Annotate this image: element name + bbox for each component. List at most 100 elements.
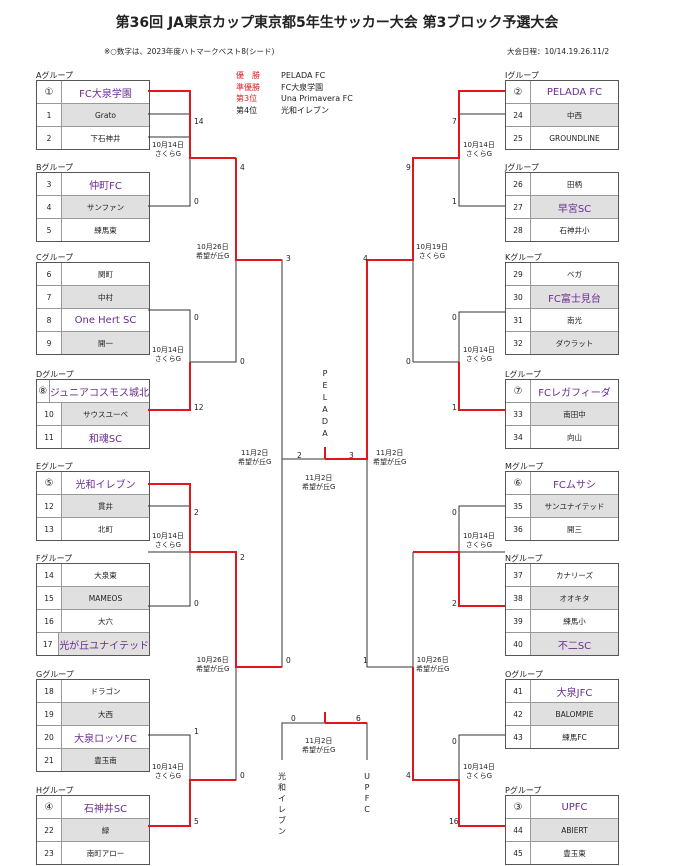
team-name: One Hert SC <box>74 314 137 326</box>
score: 0 <box>194 197 199 206</box>
group-label: Iグループ <box>505 71 539 80</box>
score: 14 <box>194 117 204 126</box>
team-name: 大泉JFC <box>556 687 593 699</box>
team-number: 24 <box>506 104 531 126</box>
team-number: 20 <box>37 726 62 748</box>
team-name: 関町 <box>98 269 113 279</box>
match-info-i-j: 10月14日さくらG <box>463 141 495 158</box>
team-number: 34 <box>506 426 531 448</box>
result-4: 第4位光和イレブン <box>236 105 329 115</box>
team-number: 12 <box>37 495 62 517</box>
score: 0 <box>240 357 245 366</box>
team-name: 貫井 <box>62 495 149 517</box>
team-number: 29 <box>506 263 531 285</box>
team-name: FCレガフィーダ <box>531 380 618 402</box>
team-number: 18 <box>37 680 62 702</box>
group-row: 25 GROUNDLINE <box>506 127 618 149</box>
team-number: 38 <box>506 587 531 609</box>
team-name: オオキタ <box>531 587 618 609</box>
team-name: 光が丘ユナイテッド <box>59 633 149 655</box>
score: 2 <box>297 451 302 460</box>
team-name: 大泉ロッソFC <box>74 733 137 745</box>
team-number: 21 <box>37 749 62 771</box>
group-label: Oグループ <box>505 670 543 679</box>
team-name: 南田中 <box>531 403 618 425</box>
score: 6 <box>356 714 361 723</box>
match-info-c-d: 10月14日さくらG <box>152 346 184 363</box>
score: 5 <box>194 817 199 826</box>
team-number: ⑧ <box>37 380 50 402</box>
team-name: Grato <box>62 104 149 126</box>
third-left-vertical: 光和イレブン <box>278 772 286 836</box>
team-number: 40 <box>506 633 531 655</box>
team-number: 37 <box>506 564 531 586</box>
team-name: 不二SC <box>531 633 618 655</box>
team-number: 13 <box>37 518 62 540</box>
schedule: 大会日程：10/14.19.26.11/2 <box>507 47 610 56</box>
group-label: Hグループ <box>36 786 74 795</box>
team-number: 25 <box>506 127 531 149</box>
team-number: 43 <box>506 726 531 748</box>
team-number: 27 <box>506 196 531 218</box>
team-number: 36 <box>506 518 531 540</box>
match-info-g-h: 10月14日さくらG <box>152 763 184 780</box>
team-number: ② <box>506 81 531 103</box>
team-name: GROUNDLINE <box>549 133 600 143</box>
group-label: Nグループ <box>505 554 543 563</box>
team-name: ABIERT <box>531 819 618 841</box>
seed-note: ※○数字は、2023年度ハトマークベスト8(シード) <box>104 47 275 56</box>
score: 16 <box>449 817 459 826</box>
team-name: サウスユーベ <box>62 403 149 425</box>
score: 7 <box>452 117 457 126</box>
match-info-e-f: 10月14日さくらG <box>152 532 184 549</box>
match-info-a-b: 10月14日さくらG <box>152 141 184 158</box>
match-info-k-l: 10月14日さくらG <box>463 346 495 363</box>
team-name: 南光 <box>567 315 582 325</box>
score: 0 <box>286 656 291 665</box>
group-label: Aグループ <box>36 71 73 80</box>
team-name: 豊玉東 <box>563 848 586 858</box>
team-name: 和魂SC <box>88 433 123 445</box>
group-label: Cグループ <box>36 253 74 262</box>
bracket-red <box>148 90 505 827</box>
team-name: BALOMPIE <box>531 703 618 725</box>
match-info-final: 11月2日希望が丘G <box>302 474 336 491</box>
team-name: 練馬東 <box>94 225 117 235</box>
score: 1 <box>194 727 199 736</box>
score: 1 <box>452 403 457 412</box>
team-number: 19 <box>37 703 62 725</box>
score: 12 <box>194 403 204 412</box>
score: 0 <box>194 599 199 608</box>
group-label: Gグループ <box>36 670 74 679</box>
team-number: 10 <box>37 403 62 425</box>
team-number: 26 <box>506 173 531 195</box>
team-number: 3 <box>37 173 62 195</box>
team-name: 緑 <box>62 819 149 841</box>
group-label: Dグループ <box>36 370 74 379</box>
